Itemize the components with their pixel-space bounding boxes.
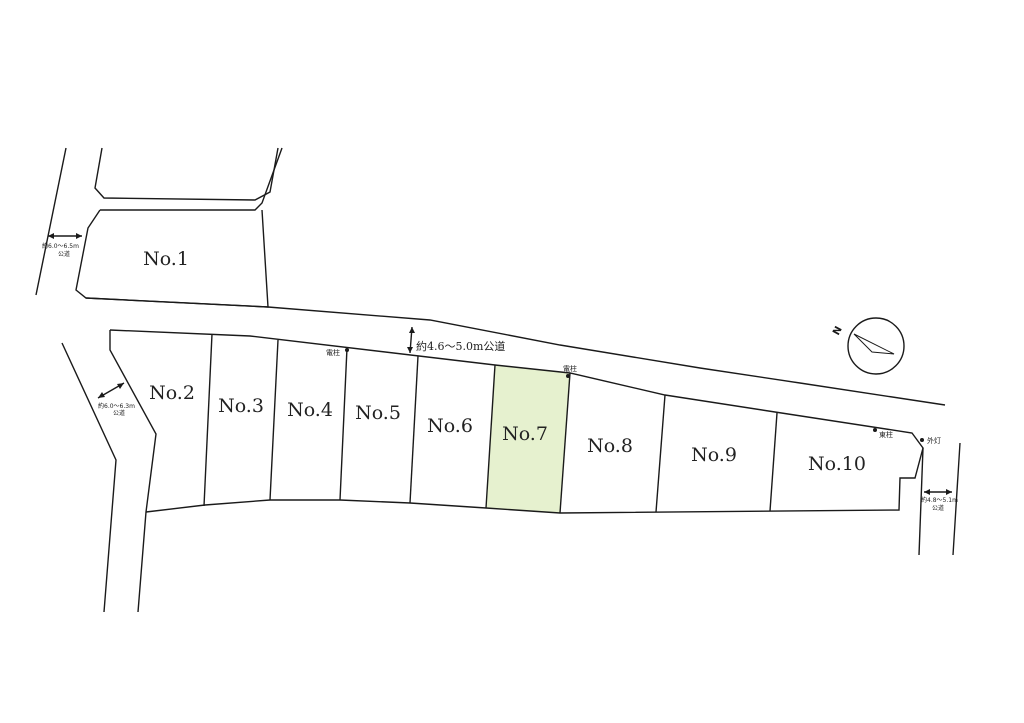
lot-5-label: No.5 [355,402,401,424]
north-arrow-tail [853,333,895,355]
right-road-width: 約4.8〜5.1m [921,496,958,504]
utility-pole-icon [566,374,570,378]
arrowhead [48,233,54,239]
lot-1-label: No.1 [143,248,189,270]
pole-2-label: 電柱 [563,364,577,373]
pole-1-label: 電柱 [326,348,340,357]
arrowhead [407,347,413,353]
utility-pole-icon [345,348,349,352]
left-top-road-width: 約6.0〜6.5m [42,242,79,250]
divider-4-5 [339,347,348,501]
right-road-type: 公道 [932,504,944,512]
left-mid-road-edge-east [109,330,157,613]
divider-2-3 [203,333,213,507]
right-road-edge-east [952,442,961,556]
divider-8-9 [655,394,666,513]
main-road-label: 約4.6〜5.0m公道 [416,339,505,353]
compass-north-label: N [831,325,845,338]
left-mid-road-width: 約6.0〜6.3m [98,402,135,410]
divider-6-7 [485,364,496,509]
right-road-edge-west [918,447,924,556]
pole-3-label: 東柱 [879,430,893,439]
divider-7-8 [559,372,571,514]
left-top-road-edge-east [94,147,279,201]
lot-7-label[interactable]: No.7 [502,423,548,445]
divider-9-10 [769,412,778,512]
arrowhead [76,233,82,239]
left-mid-road-type: 公道 [113,409,125,417]
lot-4-label: No.4 [287,399,333,421]
lot-7-highlight[interactable] [486,365,570,513]
lot-10-label: No.10 [808,453,866,475]
lot-3-label: No.3 [218,395,264,417]
lot-2-label: No.2 [149,382,195,404]
lot-1-boundary[interactable] [75,147,283,308]
divider-3-4 [269,339,279,501]
lot-8-label: No.8 [587,435,633,457]
outdoor-light-label: 外灯 [927,436,941,445]
arrowhead [117,383,124,389]
arrowhead [924,489,930,495]
lot-6-label: No.6 [427,415,473,437]
divider-5-6 [409,355,419,504]
utility-pole-icon [873,428,877,432]
lots-outer-boundary [109,329,924,514]
left-top-road-type: 公道 [58,250,70,258]
arrowhead [98,392,105,398]
compass-ring [847,317,905,375]
lot-9-label: No.9 [691,444,737,466]
main-road-north-edge [85,297,946,406]
arrowhead [946,489,952,495]
arrowhead [409,327,415,333]
left-mid-road-edge-west [61,342,117,613]
left-top-road-edge-west [35,147,67,296]
outdoor-light-icon [920,438,924,442]
